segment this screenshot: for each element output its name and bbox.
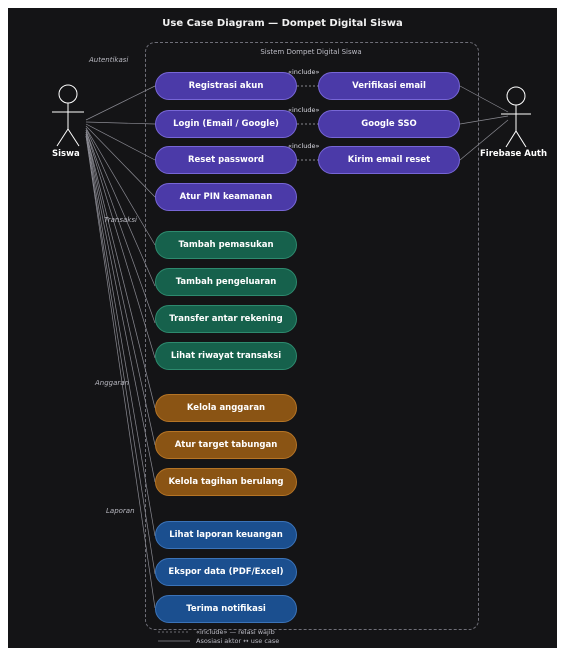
use-case-laporan-keuangan: Lihat laporan keuangan xyxy=(155,521,297,549)
firebase-auth-actor-figure xyxy=(501,86,531,148)
use-case-tambah-pemasukan: Tambah pemasukan xyxy=(155,231,297,259)
association-line xyxy=(85,127,156,246)
association-line xyxy=(85,129,156,359)
association-line xyxy=(85,127,156,287)
association-line xyxy=(459,115,509,125)
association-line xyxy=(459,85,509,113)
use-case-riwayat-transaksi: Lihat riwayat transaksi xyxy=(155,342,297,370)
association-line xyxy=(85,135,156,575)
association-line xyxy=(85,133,156,537)
group-label-transaksi: Transaksi xyxy=(104,216,137,224)
use-case-tambah-pengeluaran: Tambah pengeluaran xyxy=(155,268,297,296)
use-case-kelola-anggaran: Kelola anggaran xyxy=(155,394,297,422)
use-case-ekspor-data: Ekspor data (PDF/Excel) xyxy=(155,558,297,586)
association-line xyxy=(85,131,156,446)
association-line xyxy=(85,125,156,198)
group-label-autentikasi: Autentikasi xyxy=(89,56,129,64)
include-label: «include» xyxy=(288,68,320,76)
association-line xyxy=(85,133,156,483)
diagram-title: Use Case Diagram — Dompet Digital Siswa xyxy=(162,18,403,29)
diagram-canvas: Use Case Diagram — Dompet Digital Siswa … xyxy=(8,8,557,648)
use-case-google-sso: Google SSO xyxy=(318,110,460,138)
group-label-anggaran: Anggaran xyxy=(95,379,130,387)
use-case-atur-pin: Atur PIN keamanan xyxy=(155,183,297,211)
use-case-transfer: Transfer antar rekening xyxy=(155,305,297,333)
use-case-tagihan-berulang: Kelola tagihan berulang xyxy=(155,468,297,496)
association-line xyxy=(85,123,156,161)
use-case-verifikasi-email: Verifikasi email xyxy=(318,72,460,100)
include-label: «include» xyxy=(288,142,320,150)
legend-include-text: «include» — relasi wajib xyxy=(196,628,275,636)
use-case-target-tabungan: Atur target tabungan xyxy=(155,431,297,459)
use-case-reset-password: Reset password xyxy=(155,146,297,174)
association-line xyxy=(459,119,509,161)
legend-association-text: Asosiasi aktor ↔ use case xyxy=(196,637,280,645)
siswa-actor-figure xyxy=(52,84,84,147)
actor-siswa-label: Siswa xyxy=(52,149,80,159)
system-boundary xyxy=(145,42,479,630)
include-label: «include» xyxy=(288,106,320,114)
association-line xyxy=(85,135,156,609)
group-label-laporan: Laporan xyxy=(106,507,135,515)
actor-firebase-auth-label: Firebase Auth xyxy=(480,149,548,159)
association-line xyxy=(85,121,156,125)
use-case-registrasi-akun: Registrasi akun xyxy=(155,72,297,100)
use-case-terima-notifikasi: Terima notifikasi xyxy=(155,595,297,623)
use-case-login: Login (Email / Google) xyxy=(155,110,297,138)
association-line xyxy=(85,129,156,324)
connector-lines xyxy=(52,84,531,642)
system-boundary-title: Sistem Dompet Digital Siswa xyxy=(260,48,362,56)
association-line xyxy=(85,85,156,121)
use-case-kirim-email-reset: Kirim email reset xyxy=(318,146,460,174)
association-line xyxy=(85,131,156,409)
